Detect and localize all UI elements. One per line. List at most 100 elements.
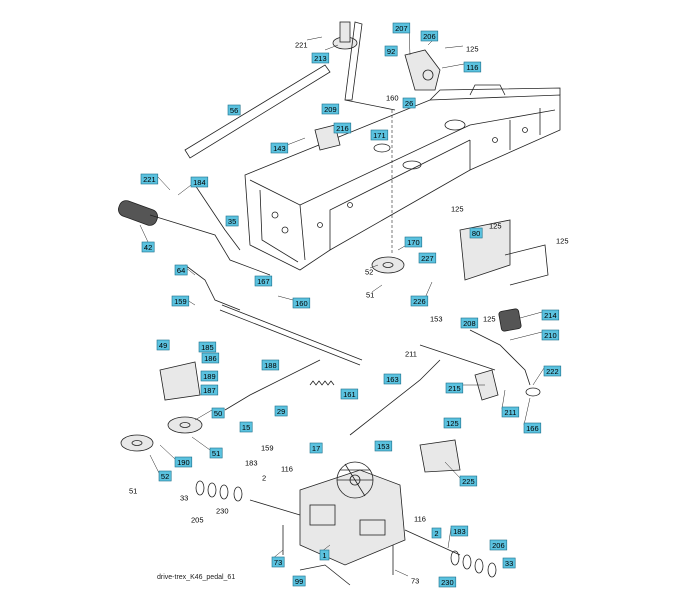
callout-number: 188: [264, 361, 277, 370]
plate-189: [159, 361, 201, 401]
callout-box-206: 206: [489, 539, 508, 551]
callout-number: 171: [373, 131, 386, 140]
callout-box-29: 29: [274, 405, 288, 417]
callout-box-222: 222: [543, 365, 562, 377]
drive-belt: [184, 64, 331, 159]
callout-box-49: 49: [156, 339, 170, 351]
callout-box-163: 163: [383, 373, 402, 385]
callout-plain-125: 125: [466, 45, 479, 54]
callout-box-51: 51: [209, 447, 223, 459]
callout-number: 221: [143, 175, 156, 184]
callout-number: 26: [405, 99, 413, 108]
callout-number: 206: [423, 32, 436, 41]
callout-number: 230: [441, 578, 454, 587]
callout-box-116: 116: [463, 61, 482, 73]
bracket-225: [419, 439, 461, 473]
callout-box-170: 170: [404, 236, 423, 248]
callout-number: 170: [407, 238, 420, 247]
callout-box-50: 50: [211, 407, 225, 419]
callout-box-1: 1: [319, 549, 330, 561]
callout-number: 73: [274, 558, 282, 567]
callout-number: 49: [159, 341, 167, 350]
callout-number: 209: [324, 105, 337, 114]
callout-plain-51: 51: [366, 291, 374, 300]
washers-left: [195, 480, 243, 502]
callout-box-211: 211: [501, 406, 520, 418]
callout-number: 2: [434, 529, 438, 538]
callout-number: 52: [161, 472, 169, 481]
callout-box-15: 15: [239, 421, 253, 433]
callout-plain-211: 211: [405, 350, 417, 359]
shaft-35: [149, 214, 271, 276]
callout-number: 167: [257, 277, 270, 286]
callout-box-159: 159: [171, 295, 190, 307]
callout-number: 185: [201, 343, 214, 352]
callout-box-56: 56: [227, 104, 241, 116]
callout-box-215: 215: [445, 382, 464, 394]
callout-box-42: 42: [141, 241, 155, 253]
callout-number: 211: [504, 408, 516, 417]
callout-box-189: 189: [200, 370, 219, 382]
callout-number: 56: [230, 106, 238, 115]
callout-number: 92: [387, 47, 395, 56]
callout-number: 153: [377, 442, 390, 451]
callout-plain-51: 51: [129, 487, 137, 496]
rod-64: [184, 264, 241, 311]
callout-box-210: 210: [541, 329, 560, 341]
pedal-arm-210: [469, 329, 531, 386]
callout-number: 222: [546, 367, 559, 376]
callout-number: 183: [453, 527, 466, 536]
callout-plain-52: 52: [365, 268, 373, 277]
rod-29: [224, 359, 321, 411]
callout-box-73: 73: [271, 556, 285, 568]
callout-box-143: 143: [270, 142, 289, 154]
callout-plain-183: 183: [245, 459, 258, 468]
callout-number: 216: [336, 124, 349, 133]
pulley-50: [167, 416, 203, 434]
callout-number: 29: [277, 407, 285, 416]
callout-number: 227: [421, 254, 434, 263]
tractor-frame: [244, 84, 561, 271]
callout-box-225: 225: [459, 475, 478, 487]
callout-number: 226: [413, 297, 426, 306]
callout-box-214: 214: [541, 309, 560, 321]
callout-box-226: 226: [410, 295, 429, 307]
callout-number: 99: [295, 577, 303, 586]
callout-number: 143: [273, 144, 286, 153]
callout-number: 186: [204, 354, 217, 363]
callout-plain-160: 160: [386, 94, 399, 103]
washers-right: [450, 550, 497, 578]
callout-box-187: 187: [200, 384, 219, 396]
callout-box-188: 188: [261, 359, 280, 371]
bracket-80: [459, 219, 511, 281]
callout-plain-125: 125: [556, 237, 569, 246]
callout-number: 208: [463, 319, 476, 328]
callout-box-26: 26: [402, 97, 416, 109]
callout-plain-33: 33: [180, 494, 188, 503]
callout-number: 207: [395, 24, 408, 33]
callout-plain-125: 125: [489, 222, 502, 231]
callout-box-221: 221: [140, 173, 159, 185]
callout-number: 215: [448, 384, 461, 393]
pedal-214: [498, 308, 522, 332]
callout-number: 214: [544, 311, 557, 320]
callout-box-17: 17: [309, 442, 323, 454]
callout-number: 33: [505, 559, 513, 568]
callout-number: 80: [472, 229, 480, 238]
callout-number: 189: [203, 372, 216, 381]
callout-box-216: 216: [333, 122, 352, 134]
callout-box-171: 171: [370, 129, 389, 141]
callout-box-161: 161: [340, 388, 359, 400]
callout-box-35: 35: [225, 215, 239, 227]
callout-plain-221: 221: [295, 41, 308, 50]
callout-box-99: 99: [292, 575, 306, 587]
callout-number: 51: [212, 449, 220, 458]
callout-box-92: 92: [384, 45, 398, 57]
callout-number: 187: [203, 386, 216, 395]
callout-number: 206: [492, 541, 505, 550]
callout-number: 210: [544, 331, 557, 340]
callout-box-33: 33: [502, 557, 516, 569]
callout-number: 35: [228, 217, 236, 226]
diagram-caption: drive-trex_K46_pedal_61: [157, 574, 236, 581]
